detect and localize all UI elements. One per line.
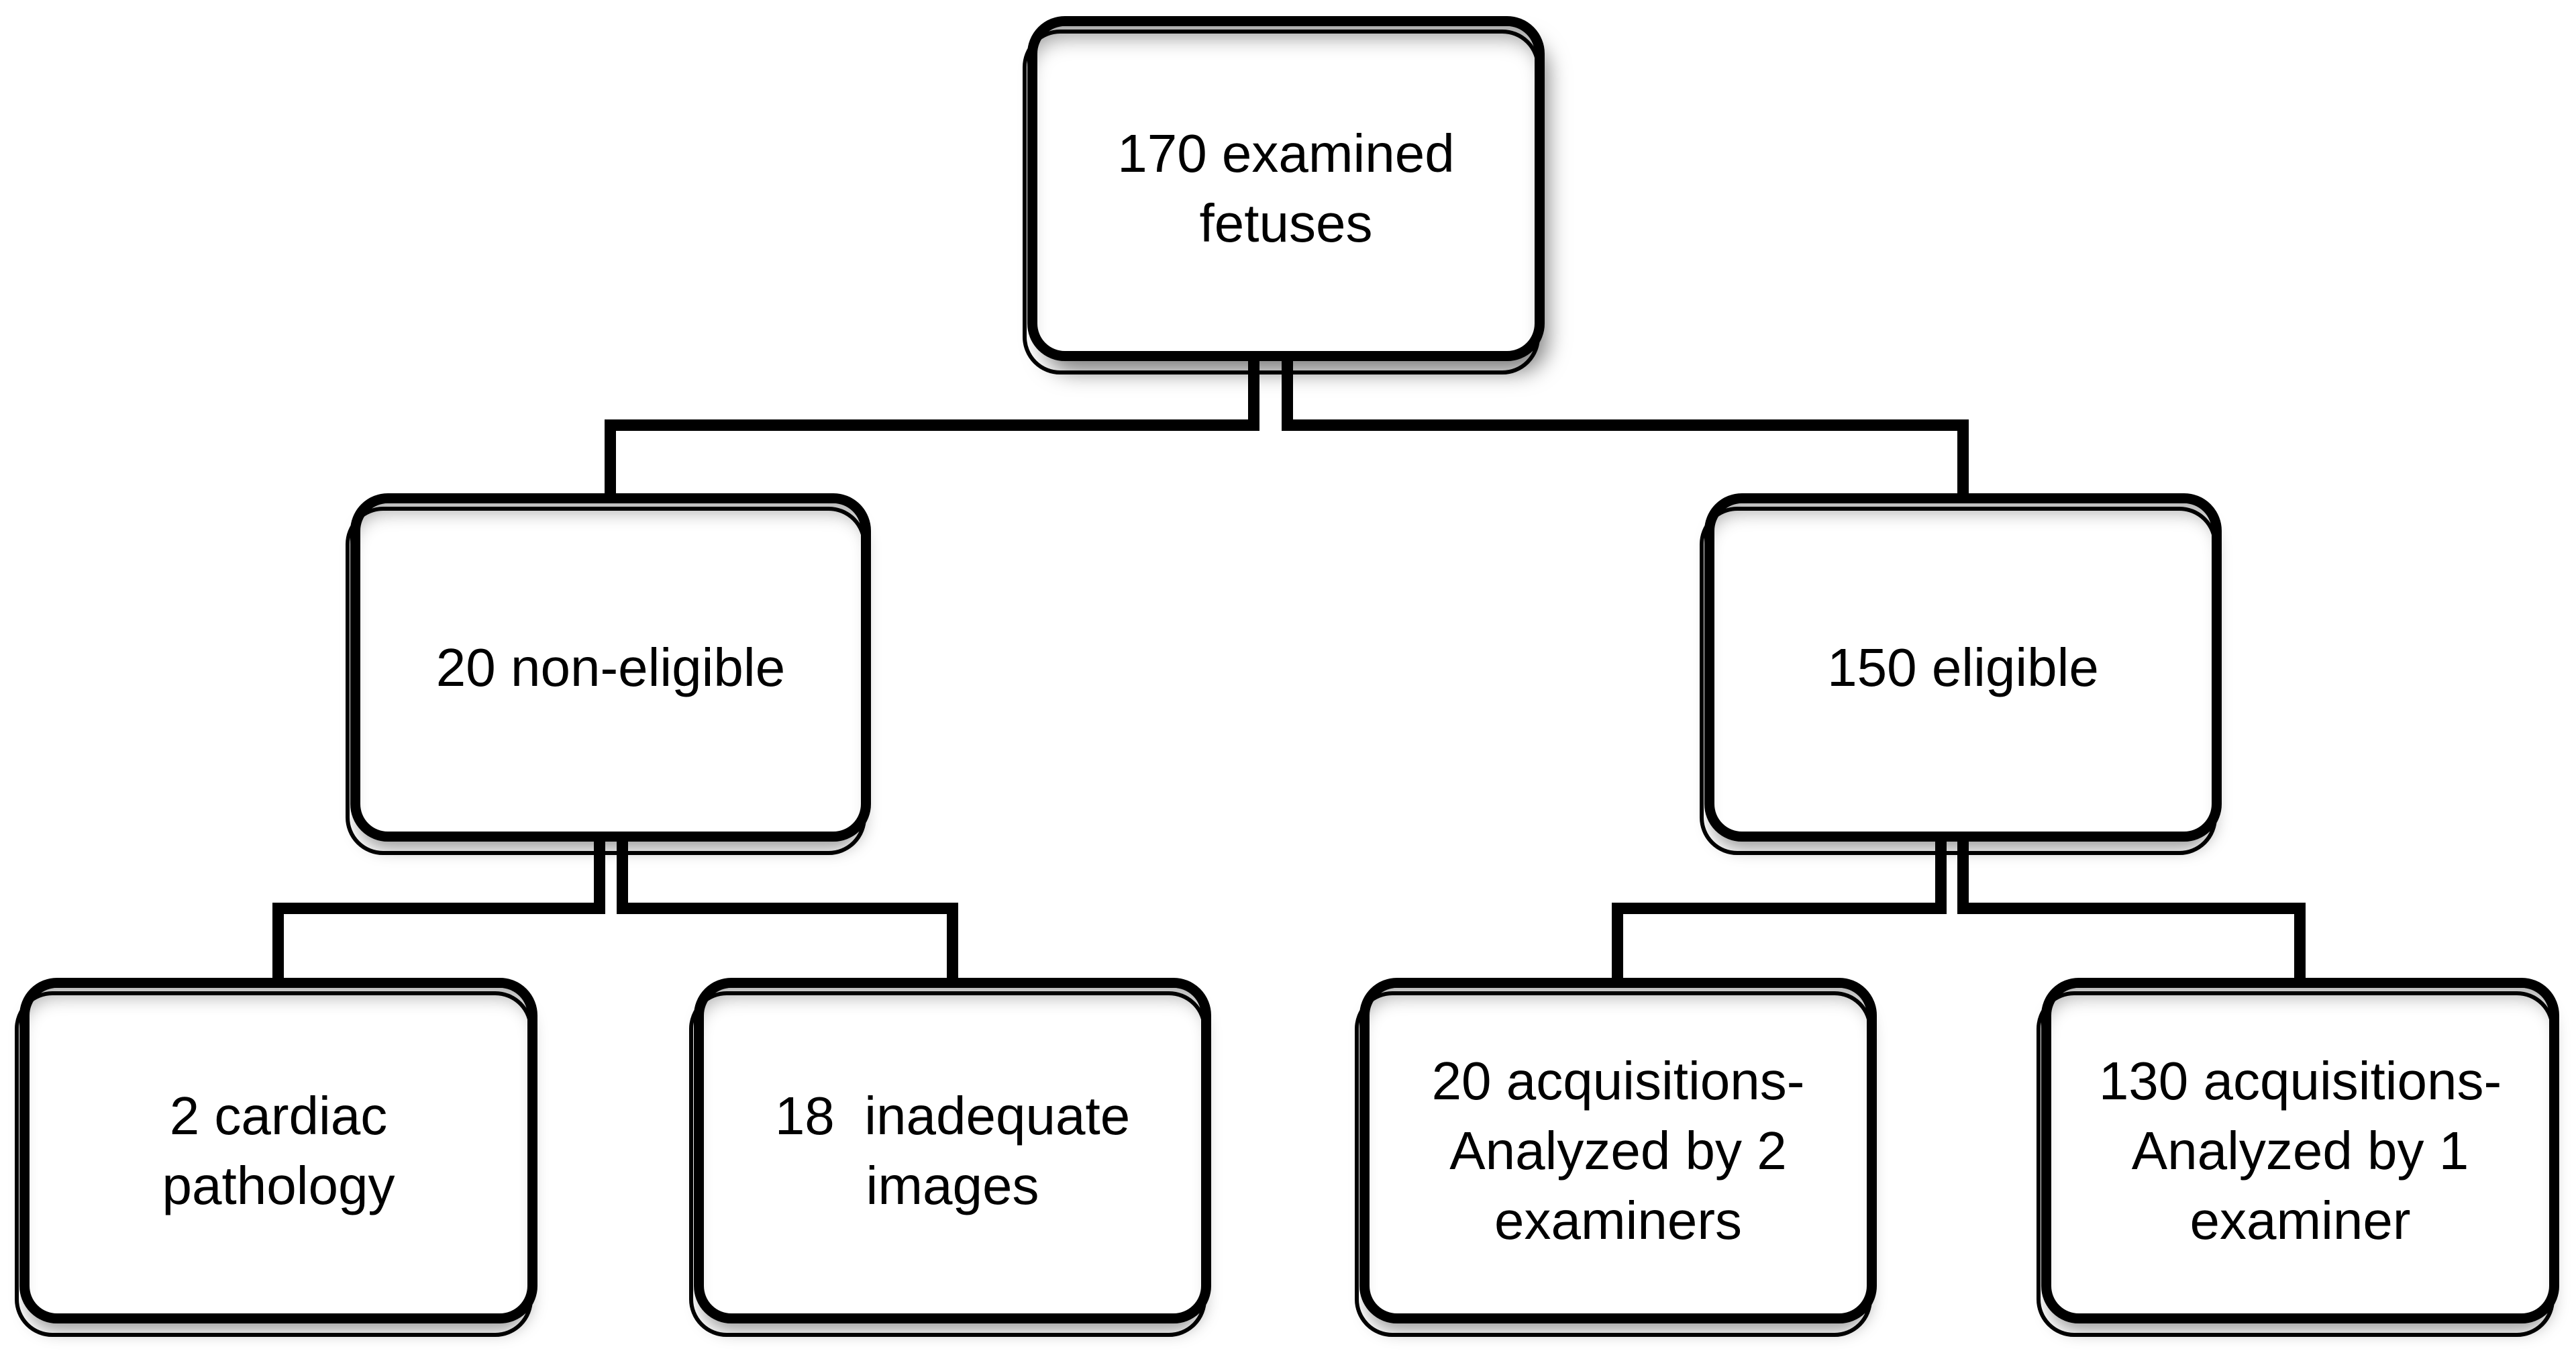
node-examined-fetuses: 170 examined fetuses <box>1023 16 1545 374</box>
node-label: 2 cardiac pathology <box>162 1085 395 1215</box>
node-inadequate-images: 18 inadequate images <box>689 978 1211 1337</box>
node-label: 170 examined fetuses <box>1117 123 1455 253</box>
node-label: 20 non-eligible <box>435 637 786 697</box>
node-cardiac-pathology: 2 cardiac pathology <box>15 978 537 1337</box>
node-label: 18 inadequate images <box>774 1085 1131 1215</box>
connector-root-to-noneligible <box>605 361 1259 497</box>
connector-noneligible-to-inadequate <box>617 839 958 981</box>
node-label: 130 acquisitions- Analyzed by 1 examiner <box>2098 1050 2502 1250</box>
node-label: 150 eligible <box>1827 637 2099 697</box>
node-label: 20 acquisitions- Analyzed by 2 examiners <box>1431 1050 1805 1250</box>
connector-root-to-eligible <box>1282 361 1969 497</box>
connector-noneligible-to-cardiac <box>272 839 605 981</box>
node-eligible: 150 eligible <box>1700 493 2222 855</box>
connector-eligible-to-oneexam <box>1957 839 2306 981</box>
node-non-eligible: 20 non-eligible <box>346 493 871 855</box>
node-analyzed-by-2-examiners: 20 acquisitions- Analyzed by 2 examiners <box>1355 978 1877 1337</box>
connector-eligible-to-twoexam <box>1612 839 1947 981</box>
node-analyzed-by-1-examiner: 130 acquisitions- Analyzed by 1 examiner <box>2037 978 2559 1337</box>
